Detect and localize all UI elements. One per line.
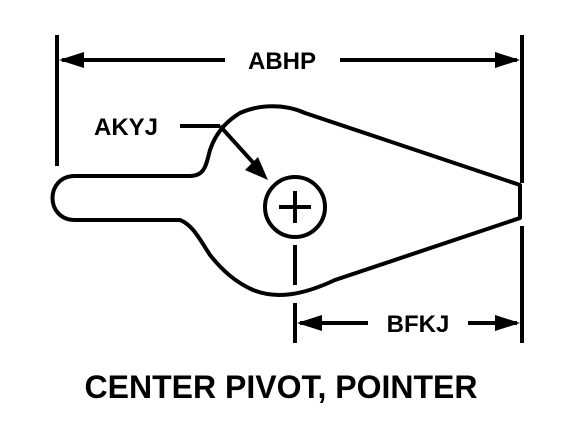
- leader-line-diagonal: [218, 124, 260, 170]
- leader-arrowhead: [245, 157, 268, 180]
- arrowhead-tip: [495, 315, 520, 331]
- arrowhead-left: [59, 52, 84, 68]
- neck-callout-label: AKYJ: [94, 114, 158, 141]
- pointer-outline: [50, 104, 522, 297]
- pivot-symbol: [263, 175, 327, 239]
- neck-callout: AKYJ: [94, 114, 268, 180]
- pivot-circle: [263, 175, 327, 239]
- arrowhead-pivot: [297, 315, 322, 331]
- arrowhead-right: [495, 52, 520, 68]
- pivot-to-tip-dimension: BFKJ: [293, 226, 524, 343]
- pivot-to-tip-label: BFKJ: [387, 311, 450, 338]
- overall-length-dimension: ABHP: [55, 35, 524, 183]
- overall-length-label: ABHP: [248, 48, 316, 75]
- diagram-caption: CENTER PIVOT, POINTER: [85, 369, 478, 405]
